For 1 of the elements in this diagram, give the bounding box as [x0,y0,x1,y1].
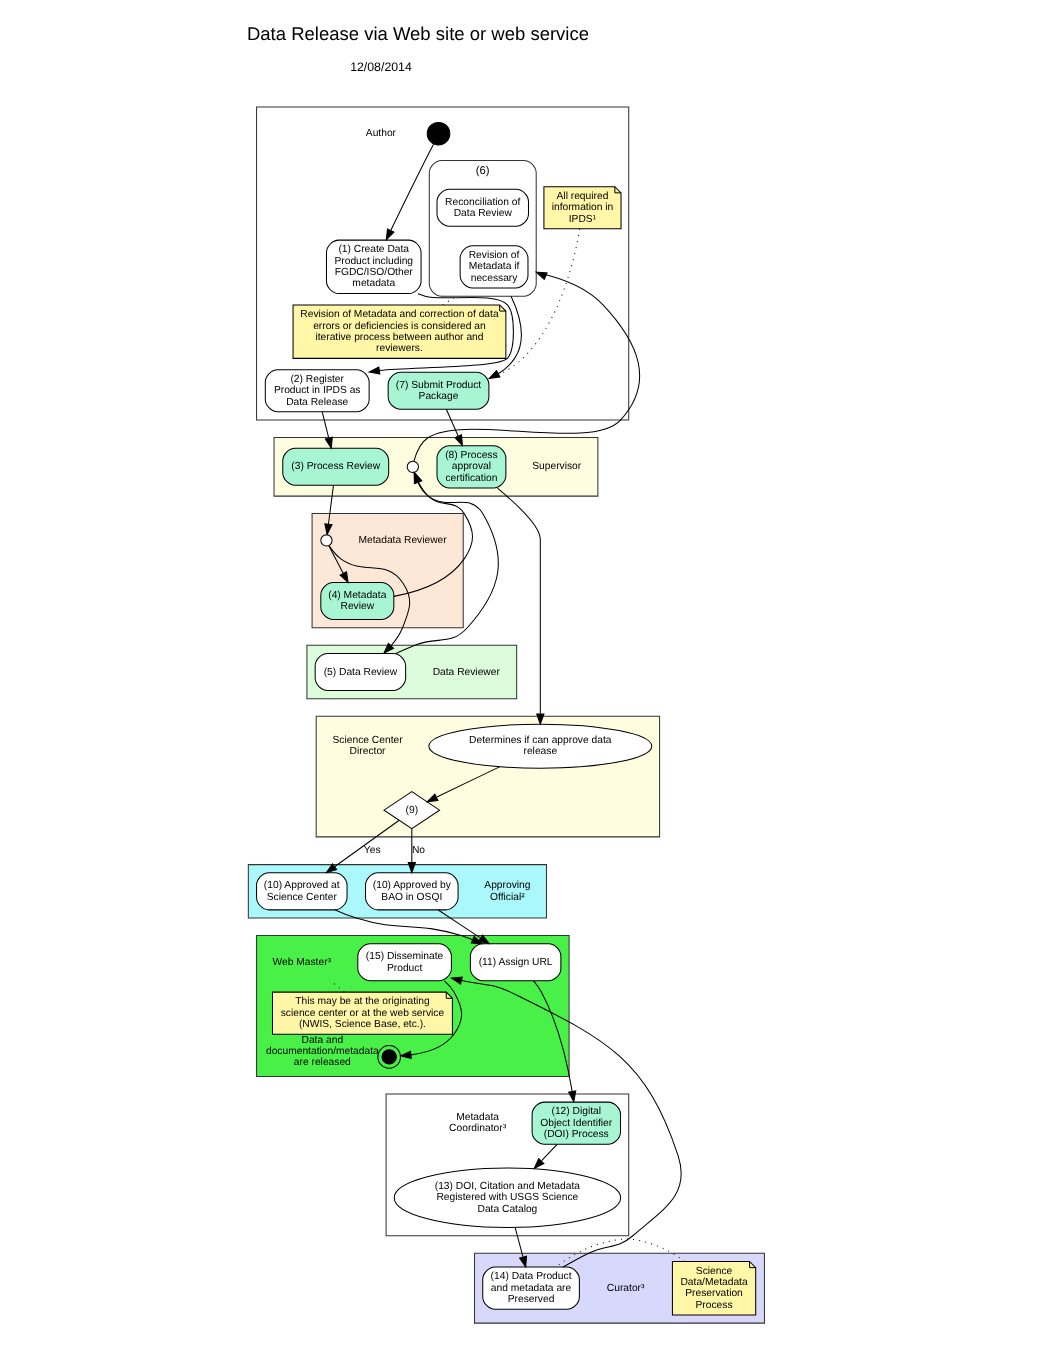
diagram-title: Data Release via Web site or web service [245,23,588,44]
